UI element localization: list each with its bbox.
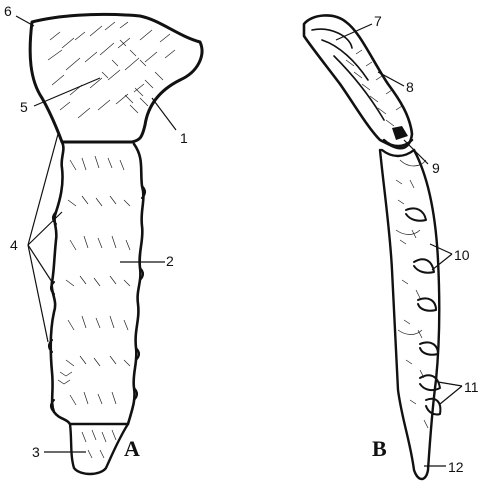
label-6: 6 — [4, 3, 12, 19]
view-label-b: B — [372, 436, 387, 461]
manubrium-outline — [30, 14, 202, 142]
lateral-body-outline — [380, 150, 439, 479]
label-5: 5 — [20, 99, 28, 115]
view-label-a: A — [124, 436, 140, 461]
label-12: 12 — [448, 459, 464, 475]
sternal-body-hatching — [58, 156, 130, 405]
label-7: 7 — [374, 13, 382, 29]
label-10: 10 — [454, 247, 470, 263]
label-3: 3 — [32, 444, 40, 460]
view-b-drawing — [304, 15, 462, 479]
xiphoid-hatching — [82, 430, 116, 458]
label-1: 1 — [180, 130, 188, 146]
label-11: 11 — [464, 379, 479, 395]
lateral-manubrium-contours — [312, 29, 384, 120]
view-a-drawing — [16, 14, 202, 474]
sternal-body-outline — [51, 142, 144, 424]
label-8: 8 — [406, 79, 414, 95]
view-a-leaders — [16, 16, 176, 452]
label-4: 4 — [10, 237, 18, 253]
label-9: 9 — [432, 160, 440, 176]
xiphoid-process-outline — [70, 424, 128, 474]
sternal-angle-shadow — [392, 126, 408, 140]
label-2: 2 — [166, 253, 174, 269]
